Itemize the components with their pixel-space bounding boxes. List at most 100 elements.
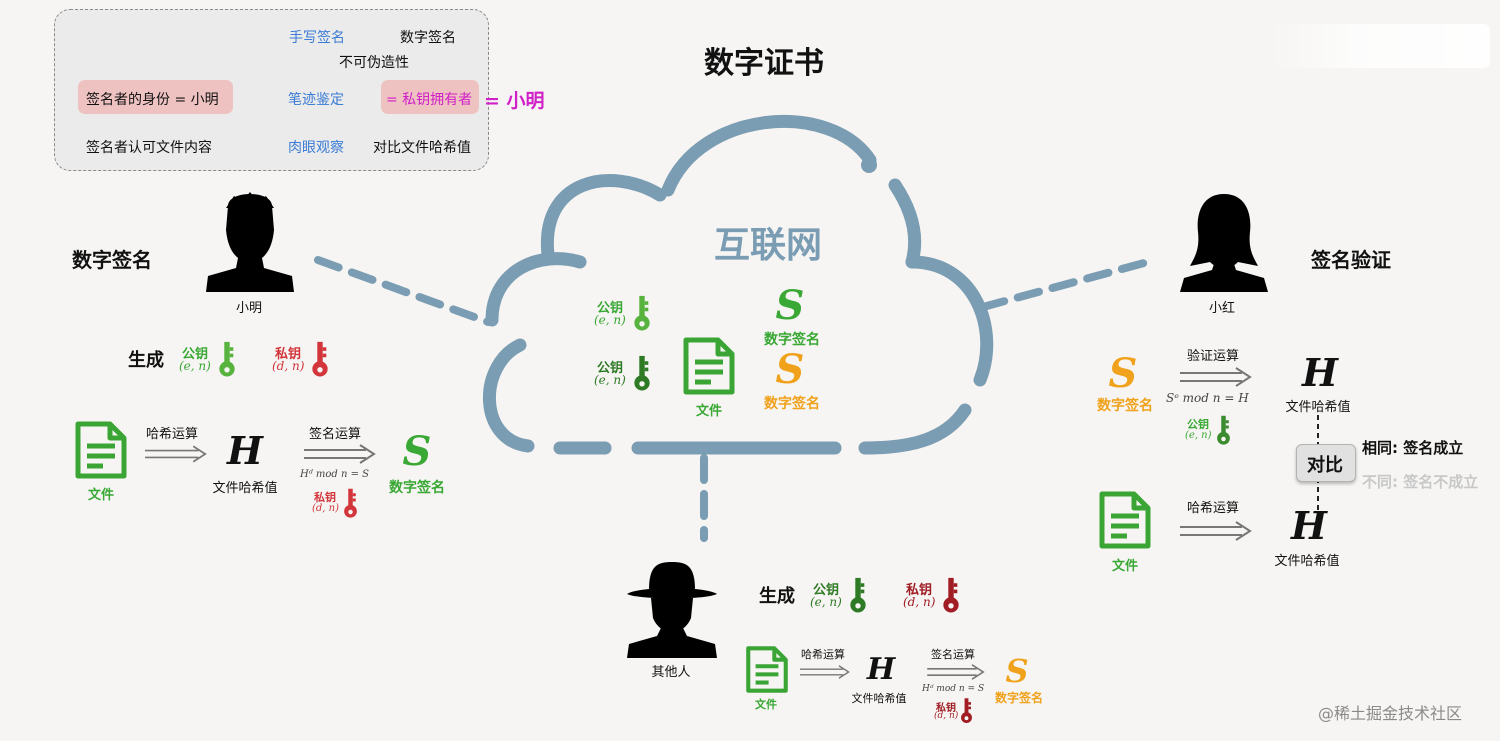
person-hat-icon: [627, 562, 717, 658]
cloud-public-key-2-params: (e, n): [594, 373, 626, 387]
left-file-label: 文件: [87, 488, 115, 503]
left-hash-op: 哈希运算: [146, 427, 199, 442]
left-sign-key-label: 私钥: [314, 491, 336, 504]
bottom-generate: 生成: [759, 586, 795, 607]
left-section-title: 数字签名: [72, 248, 152, 272]
right-section-title: 签名验证: [1311, 248, 1391, 272]
cloud-public-key-2-label: 公钥: [597, 361, 624, 376]
right-verify-key-params: (e, n): [1185, 430, 1212, 441]
key-icon: [1216, 414, 1231, 446]
handwriting-check: 笔迹鉴定: [288, 92, 344, 108]
arrow-icon: [304, 444, 376, 464]
equals-xiaoming: = 小明: [484, 90, 545, 112]
arrow-icon: [1180, 367, 1252, 387]
left-sign-formula: Hᵈ mod n = S: [300, 469, 370, 480]
right-file-label: 文件: [1111, 559, 1139, 574]
key-icon: [218, 340, 236, 378]
right-sig-symbol: S: [1108, 350, 1138, 397]
document-icon: [74, 420, 128, 480]
bottom-sig-symbol: S: [1005, 652, 1029, 690]
arrow-icon: [927, 664, 985, 680]
cloud-public-key-1-params: (e, n): [594, 313, 626, 327]
left-public-key-params: (e, n): [179, 359, 211, 373]
compare-hash: 对比文件哈希值: [373, 140, 471, 156]
private-key-owner: = 私钥拥有者: [386, 92, 473, 108]
right-hash-label-2: 文件哈希值: [1274, 554, 1340, 569]
cloud-public-key-1-label: 公钥: [597, 301, 624, 316]
eye-check: 肉眼观察: [288, 140, 344, 156]
key-icon: [849, 576, 867, 614]
unforgeable-label: 不可伪造性: [339, 55, 409, 71]
bottom-private-key-label: 私钥: [906, 583, 933, 598]
left-sig-symbol: S: [402, 428, 432, 475]
site-watermark: @稀土掘金技术社区: [1318, 704, 1463, 723]
bottom-hash-op: 哈希运算: [801, 648, 845, 661]
key-icon: [960, 697, 973, 724]
bottom-file-label: 文件: [755, 698, 777, 711]
owner-highlight: [381, 80, 479, 114]
left-hash-symbol: H: [227, 428, 263, 473]
document-icon: [1098, 490, 1152, 550]
right-hash-label-1: 文件哈希值: [1285, 400, 1351, 415]
right-person-name: 小红: [1208, 301, 1236, 316]
left-person-name: 小明: [235, 301, 263, 316]
bottom-sig-label: 数字签名: [994, 691, 1044, 705]
right-hash-symbol-1: H: [1302, 350, 1338, 395]
compare-box: [1296, 444, 1356, 482]
left-generate: 生成: [128, 350, 164, 371]
identity-highlight: [78, 80, 233, 114]
right-hash-op: 哈希运算: [1187, 501, 1240, 516]
cloud-file-label: 文件: [695, 404, 723, 419]
right-verify-formula: Sᵉ mod n = H: [1166, 391, 1249, 405]
video-watermark: [1270, 24, 1490, 68]
key-icon: [942, 576, 960, 614]
bottom-sign-key-params: (d, n): [934, 711, 959, 721]
bottom-public-key-params: (e, n): [810, 595, 842, 609]
connector-right: [979, 256, 1159, 311]
col-digital: 数字签名: [400, 30, 456, 46]
identity-label: 签名者的身份 = 小明: [86, 92, 219, 108]
key-icon: [633, 294, 651, 332]
cloud-sig-2-symbol: S: [775, 346, 805, 393]
left-sign-op: 签名运算: [309, 427, 362, 442]
cloud-label: 互联网: [713, 225, 823, 266]
col-handwritten: 手写签名: [289, 30, 345, 46]
document-icon: [682, 336, 736, 396]
arrow-icon: [145, 444, 207, 464]
same-result: 相同: 签名成立: [1362, 439, 1464, 457]
page-title: 数字证书: [704, 46, 824, 81]
left-private-key-params: (d, n): [272, 359, 305, 373]
bottom-hash-label: 文件哈希值: [851, 692, 907, 705]
bottom-private-key-params: (d, n): [903, 595, 936, 609]
approve-content-label: 签名者认可文件内容: [86, 140, 212, 156]
bottom-sign-key-label: 私钥: [936, 703, 956, 714]
bottom-sign-formula: Hᵈ mod n = S: [922, 684, 985, 694]
person-woman-icon: [1180, 194, 1268, 292]
cloud-sig-1-label: 数字签名: [764, 332, 820, 348]
key-icon: [343, 487, 358, 519]
right-sig-label: 数字签名: [1097, 398, 1153, 414]
bottom-public-key-label: 公钥: [813, 583, 840, 598]
right-hash-symbol-2: H: [1291, 503, 1327, 548]
arrow-icon: [800, 664, 850, 680]
diff-result: 不同: 签名不成立: [1362, 473, 1479, 491]
key-icon: [311, 340, 329, 378]
compare-label: 对比: [1307, 455, 1343, 476]
arrow-icon: [1180, 521, 1252, 541]
left-private-key-label: 私钥: [275, 347, 302, 362]
cloud-dot: [861, 157, 877, 173]
left-public-key-label: 公钥: [182, 347, 209, 362]
bottom-hash-symbol: H: [866, 652, 896, 687]
bottom-person-name: 其他人: [651, 665, 691, 680]
bottom-sign-op: 签名运算: [931, 648, 975, 661]
person-man-icon: [206, 192, 294, 292]
right-verify-op: 验证运算: [1187, 349, 1240, 364]
cloud-sig-2-label: 数字签名: [764, 396, 820, 412]
connector-left: [314, 256, 492, 326]
left-hash-label: 文件哈希值: [212, 481, 278, 496]
right-verify-key-label: 公钥: [1187, 418, 1209, 431]
cloud-sig-1-symbol: S: [775, 282, 805, 329]
document-icon: [745, 645, 789, 694]
left-sig-label: 数字签名: [389, 480, 445, 496]
